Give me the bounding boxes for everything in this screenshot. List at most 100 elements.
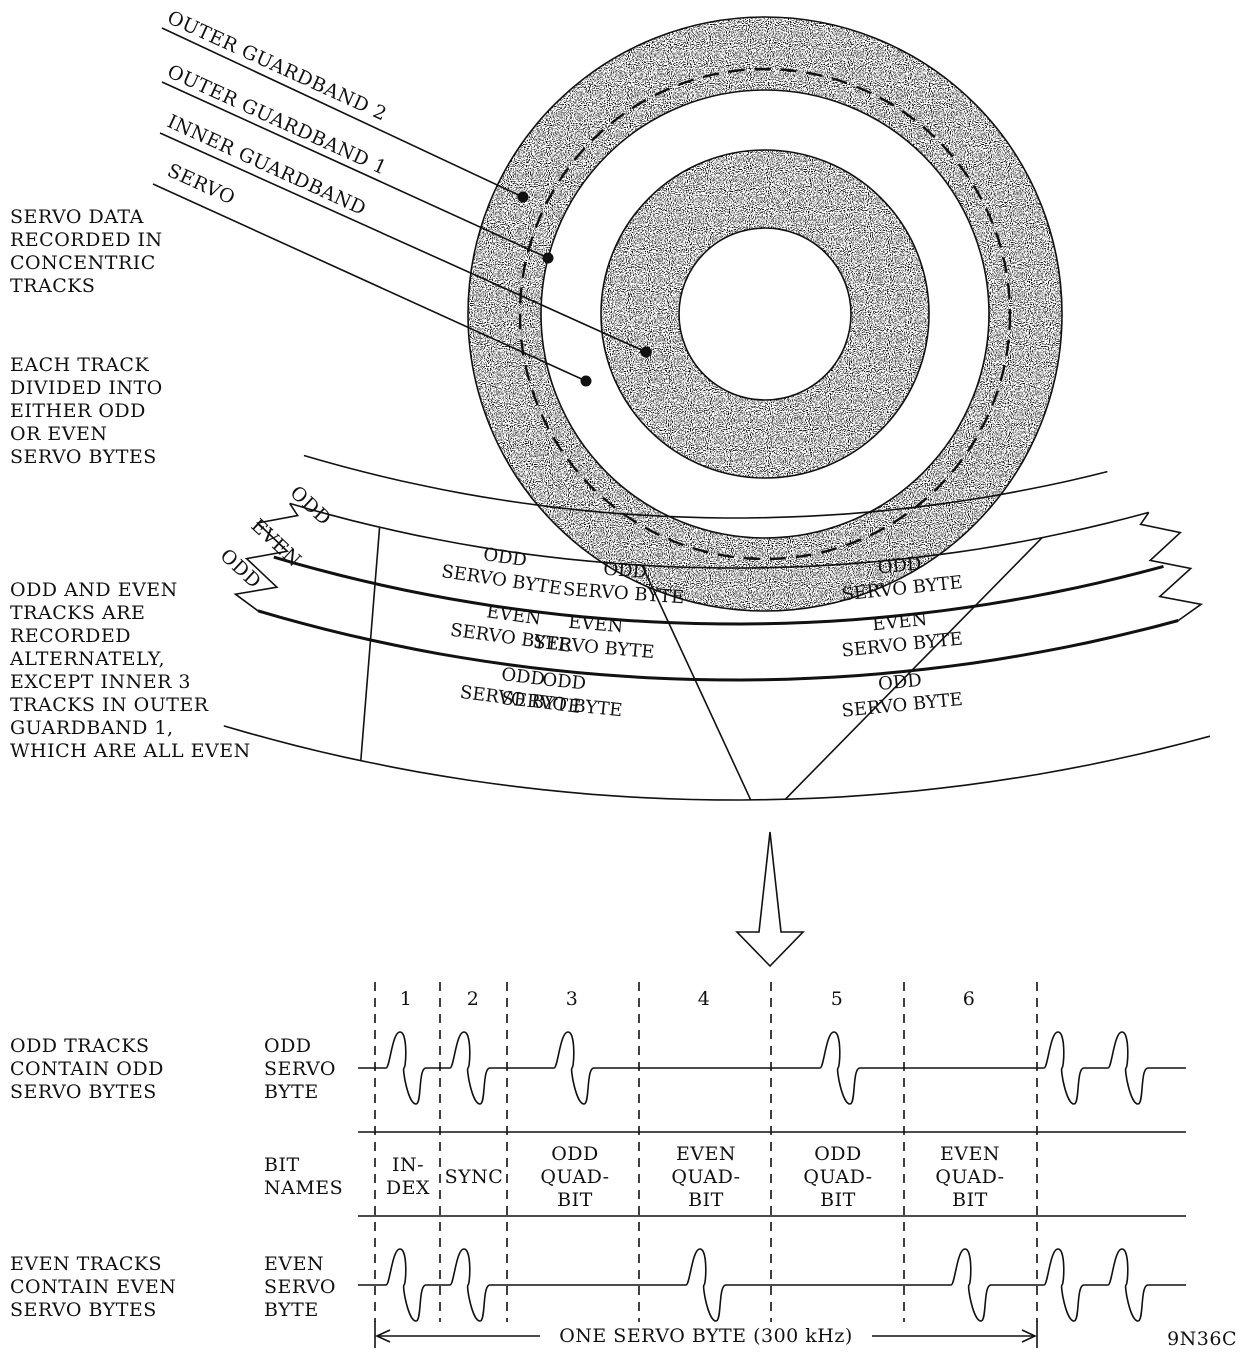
servo-byte-cell-text: ODD: [877, 553, 923, 578]
servo-byte-cell-text: ODD: [877, 670, 922, 695]
note-line: GUARDBAND 1,: [10, 717, 174, 739]
magnify-arrow: [735, 831, 805, 968]
bit-names-label: NAMES: [264, 1177, 343, 1199]
even-servo-byte-label: BYTE: [264, 1299, 319, 1321]
bit-name-text: BIT: [820, 1189, 856, 1211]
note-each-track: EACH TRACK DIVIDED INTO EITHER ODD OR EV…: [10, 354, 163, 468]
servo-byte-cell-text: SERVO BYTE: [841, 689, 964, 722]
note-line: EACH TRACK: [10, 354, 149, 376]
note-servo-data: SERVO DATA RECORDED IN CONCENTRIC TRACKS: [10, 206, 163, 297]
bit-name-text: BIT: [557, 1189, 593, 1211]
bit-name-cell: IN-DEX: [386, 1154, 430, 1199]
even-tracks-note: CONTAIN EVEN: [10, 1276, 176, 1298]
disk: OUTER GUARDBAND 2 OUTER GUARDBAND 1 INNE…: [152, 7, 1063, 612]
bit-name-cell: SYNC: [445, 1166, 504, 1188]
note-line: SERVO BYTES: [10, 446, 157, 468]
note-odd-even-alternation: ODD AND EVEN TRACKS ARE RECORDED ALTERNA…: [9, 579, 250, 762]
note-line: ODD AND EVEN: [10, 579, 178, 601]
note-line: TRACKS: [10, 275, 95, 297]
leader-dot: [542, 252, 554, 264]
track-boundary-arc: [273, 555, 1164, 626]
note-line: EITHER ODD: [10, 400, 146, 422]
odd-tracks-note: ODD TRACKS: [10, 1035, 150, 1057]
even-tracks-note: EVEN TRACKS: [10, 1253, 162, 1275]
bit-number: 1: [400, 988, 413, 1010]
note-line: TRACKS IN OUTER: [10, 694, 209, 716]
bit-names-label: BIT: [264, 1154, 300, 1176]
servo-byte-cell-text: ODD: [541, 669, 587, 694]
strip-torn-edge-right: [233, 502, 299, 612]
note-line: SERVO DATA: [10, 206, 144, 228]
track-label-even: EVEN: [247, 515, 306, 572]
servo-byte-divider: [641, 564, 752, 801]
strip-torn-edge-left: [1139, 511, 1204, 622]
bit-name-text: EVEN: [676, 1143, 736, 1165]
leader-dot: [580, 375, 592, 387]
track-boundary-arc: [303, 454, 1108, 519]
servo-byte-cell-text: SERVO BYTE: [841, 628, 964, 661]
bit-name-text: QUAD-: [935, 1166, 1004, 1188]
servo-band-outer-edge: [600, 149, 930, 479]
track-boundary-arc: [257, 609, 1179, 682]
outer-band-inner-edge: [540, 89, 990, 539]
note-line: ALTERNATELY,: [9, 648, 165, 670]
bit-number: 2: [467, 988, 480, 1010]
servo-byte-divider: [784, 537, 1043, 800]
even-servo-byte-label: SERVO: [264, 1276, 336, 1298]
bit-name-text: EVEN: [940, 1143, 1000, 1165]
servo-byte-cell-text: EVEN: [871, 609, 928, 635]
bit-name-text: ODD: [814, 1143, 862, 1165]
disk-hub: [678, 227, 852, 401]
figure-id: 9N36C: [1167, 1328, 1237, 1350]
bit-name-text: SYNC: [445, 1166, 504, 1188]
even-servo-byte-label: EVEN: [264, 1253, 324, 1275]
callout-leaders: [152, 27, 652, 387]
bit-name-text: IN-: [392, 1154, 424, 1176]
note-line: DIVIDED INTO: [10, 377, 163, 399]
note-line: RECORDED: [10, 625, 131, 647]
odd-servo-byte-label: ODD: [264, 1035, 312, 1057]
bit-name-text: DEX: [386, 1177, 430, 1199]
servo-byte-cell-text: ODD: [500, 664, 546, 690]
note-line: CONCENTRIC: [10, 252, 156, 274]
inner-stipple-band: [601, 149, 930, 479]
disk-outer-edge: [467, 16, 1063, 612]
bit-number: 4: [698, 988, 711, 1010]
note-line: TRACKS ARE: [10, 602, 145, 624]
outer-stipple-band: [468, 17, 1062, 611]
leader-dot: [517, 191, 529, 203]
one-servo-byte-span: ONE SERVO BYTE (300 kHz): [374, 1321, 1038, 1348]
servo-byte-cell-text: EVEN: [567, 612, 624, 638]
even-servo-byte-waveform: [358, 1248, 1186, 1322]
track-boundary-arc: [289, 502, 1150, 569]
odd-servo-byte-label: BYTE: [264, 1081, 319, 1103]
note-line: EXCEPT INNER 3: [10, 671, 191, 693]
timing-diagram: 1 2 3 4 5 6 ODD TRACKS CONTAIN ODD SERVO…: [10, 982, 1186, 1322]
odd-tracks-note: SERVO BYTES: [10, 1081, 157, 1103]
bit-name-text: BIT: [688, 1189, 724, 1211]
bit-name-text: BIT: [952, 1189, 988, 1211]
track-label-odd-top: ODD: [286, 482, 336, 531]
bit-number: 6: [963, 988, 976, 1010]
guardband-dashed-ring: [518, 67, 1012, 561]
odd-servo-byte-waveform: [358, 1031, 1186, 1105]
leader-dot: [640, 346, 652, 358]
track-label-odd-bottom: ODD: [216, 545, 266, 594]
servo-byte-cell-text: ODD: [603, 559, 648, 583]
bit-name-text: ODD: [551, 1143, 599, 1165]
bit-number: 5: [831, 988, 844, 1010]
bit-number: 3: [566, 988, 579, 1010]
note-line: RECORDED IN: [10, 229, 163, 251]
bit-name-text: QUAD-: [671, 1166, 740, 1188]
odd-tracks-note: CONTAIN ODD: [10, 1058, 164, 1080]
bit-name-text: QUAD-: [803, 1166, 872, 1188]
